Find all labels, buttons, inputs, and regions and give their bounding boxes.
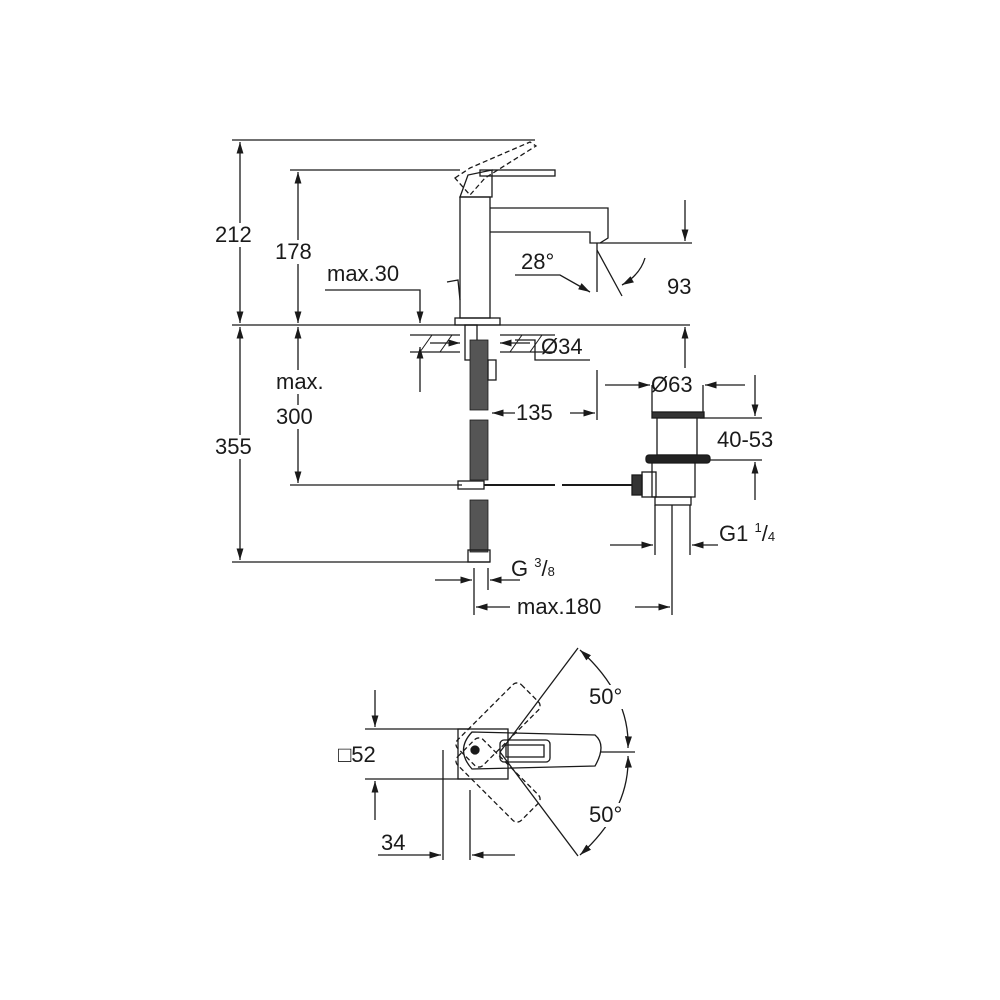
dim-angle-down: 50° — [588, 802, 624, 827]
hose-thread-sup: 3 — [534, 555, 542, 570]
dim-spout-angle: 28° — [521, 249, 555, 274]
dim-spout-height: 93 — [666, 274, 693, 299]
faucet-top-view — [365, 647, 635, 860]
dim-hole-diameter: Ø34 — [541, 334, 583, 359]
extension-lines — [232, 139, 692, 563]
dim-max-300-line1: max. — [275, 369, 325, 394]
hose-thread-main: G — [511, 556, 529, 581]
hose-thread-sub: 8 — [547, 564, 555, 579]
dim-max-300-line2: 300 — [275, 404, 314, 429]
dim-drain-diameter: Ø63 — [651, 372, 693, 397]
dim-total-height: 212 — [214, 222, 253, 247]
drain-assembly — [631, 411, 711, 506]
drain-thread-sub: 4 — [767, 529, 776, 544]
dim-deck-thickness: max.30 — [327, 261, 400, 286]
dim-max-180: max.180 — [516, 594, 603, 619]
drain-thread-sup: 1 — [754, 520, 762, 535]
dim-below-deck: 355 — [214, 434, 253, 459]
dim-drain-thread: G1 1/4 — [718, 516, 777, 549]
dim-spout-reach: 135 — [516, 400, 553, 425]
dim-drain-range: 40-53 — [716, 427, 775, 452]
dim-square-base: □52 — [337, 742, 377, 767]
drain-thread-main: G1 — [719, 521, 749, 546]
dim-angle-up: 50° — [588, 684, 624, 709]
faucet-side-view — [410, 141, 632, 563]
dim-hose-thread: G 3/8 — [511, 555, 555, 581]
dimension-lines — [236, 142, 762, 615]
dim-lever-height: 178 — [274, 239, 313, 264]
dim-offset: 34 — [381, 830, 406, 855]
